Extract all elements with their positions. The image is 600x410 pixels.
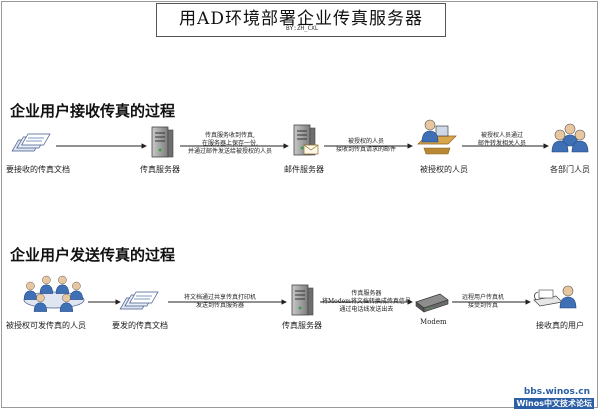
send-receiver-label: 接收真的用户 [536,321,584,330]
receive-fax-server-label: 传真服务器 [140,165,180,174]
receive-annotation-1: 传真服务收到传真, 在服务器上保存一份, 并通过邮件发送给被授权的人员 [188,132,273,155]
send-group-label: 被授权可发传真的人员 [6,321,86,330]
send-modem-label: Modem [420,318,447,326]
send-annotation-3: 远程用户传真机 接受到传真 [462,294,505,309]
send-fax-server-label: 传真服务器 [282,321,322,330]
send-receiver-icon [533,285,577,309]
receive-departments-label: 各部门人员 [550,165,590,174]
receive-departments-icon [551,123,589,153]
receive-authorized-person-icon [417,119,457,155]
receive-fax-server-icon [151,126,174,158]
send-doc-icon [119,291,159,310]
byline: BY:ZH_CXL [286,25,319,32]
send-group-icon [23,275,85,312]
send-annotation-1: 将文档通过共享传真打印机 发送到传真服务器 [184,294,257,309]
title-box [156,3,446,37]
receive-section-title: 企业用户接收传真的过程 [10,102,176,120]
page-title: 用AD环境部署企业传真服务器 [179,9,423,29]
send-doc-label: 要发的传真文档 [112,321,168,330]
receive-annotation-3: 被授权人员通过 邮件转发相关人员 [478,132,527,147]
receive-authorized-label: 被授权的人员 [420,165,468,174]
send-annotation-2: 传真服务器 将Modem将文档转换成传真信号 通过电话线发送出去 [322,290,411,313]
receive-annotation-2: 被授权的人员 接收到传真请求的邮件 [336,138,397,153]
watermark-forum: Winos中文技术论坛 [514,398,594,409]
receive-doc-icon [11,133,51,152]
send-modem-icon [415,293,449,313]
send-fax-server-icon [291,284,314,316]
watermark-url: bbs.winos.cn [523,387,590,397]
send-section-title: 企业用户发送传真的过程 [10,246,176,264]
receive-mail-server-label: 邮件服务器 [284,165,324,174]
receive-mail-server-icon [293,124,319,156]
receive-doc-label: 要接收的传真文档 [6,165,70,174]
